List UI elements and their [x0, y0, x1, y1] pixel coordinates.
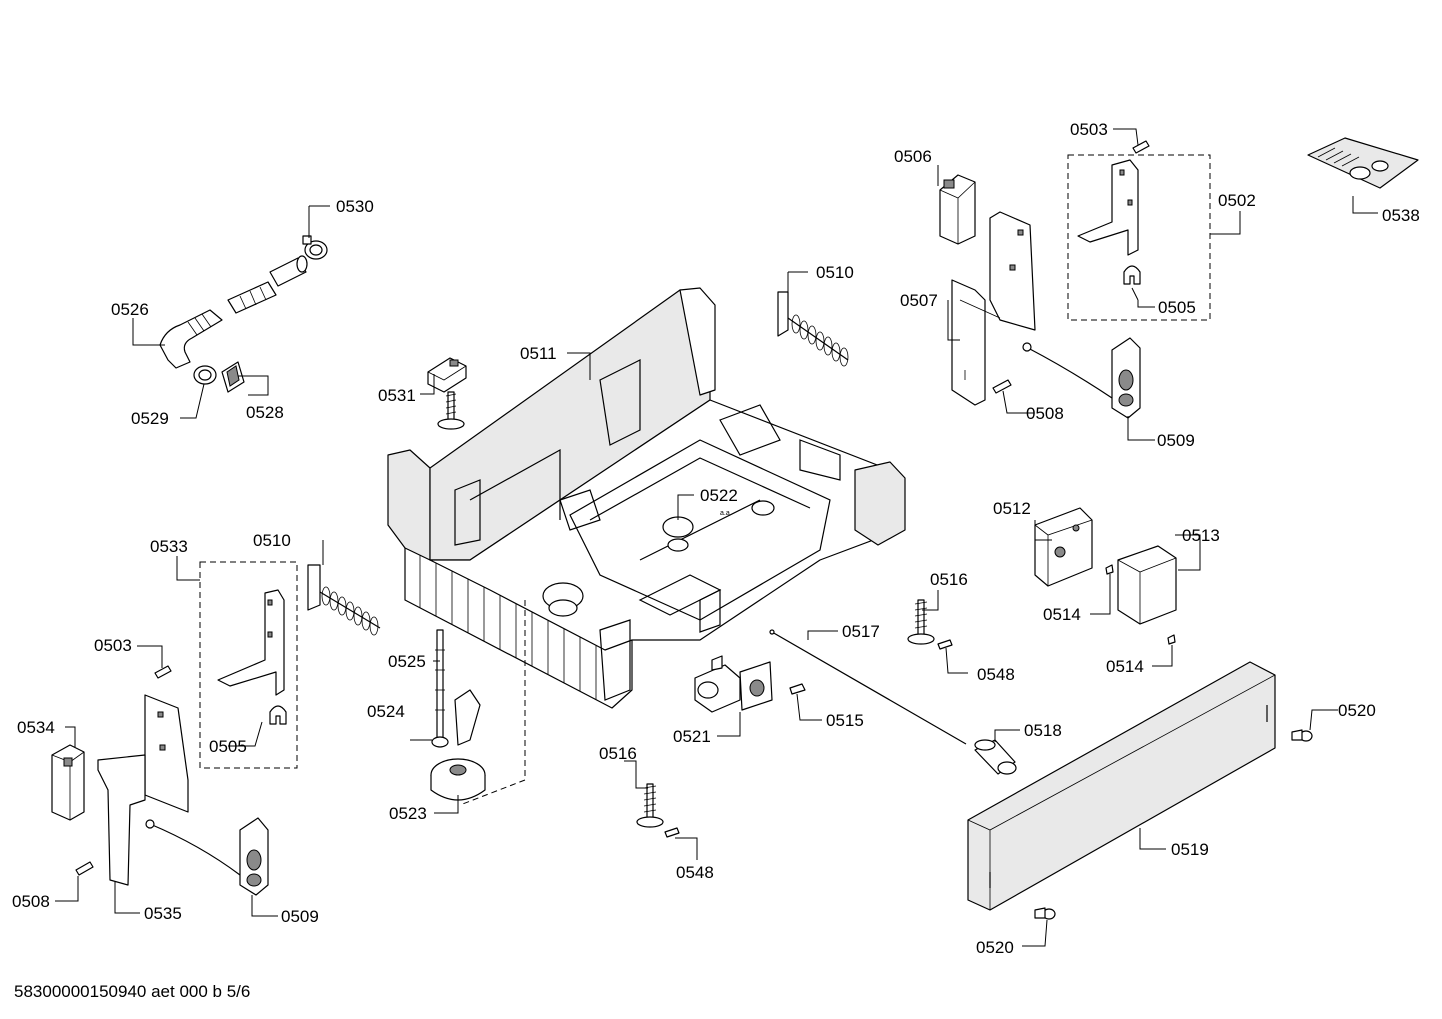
label-0509-left: 0509 — [281, 907, 319, 926]
cable-hinge-0509-left — [145, 817, 269, 896]
foot-0516-lower — [636, 783, 664, 828]
leader-lines — [55, 128, 1378, 947]
hinge-assembly-0502 — [1067, 154, 1211, 321]
drawing-code: 58300000150940 aet 000 b 5/6 — [14, 982, 250, 1001]
label-0508-left: 0508 — [12, 892, 50, 911]
callout-labels: 0503 0506 0502 0538 0530 0526 0529 0528 … — [12, 120, 1420, 957]
label-0502: 0502 — [1218, 191, 1256, 210]
accessory-bag-0538 — [1307, 137, 1419, 189]
hinge-bracket-0535 — [97, 694, 189, 886]
screw-0520-lower — [1034, 907, 1056, 920]
label-0516-right: 0516 — [930, 570, 968, 589]
label-0513: 0513 — [1182, 526, 1220, 545]
label-0503-left: 0503 — [94, 636, 132, 655]
screw-0508-left — [75, 861, 94, 876]
cover-0513 — [1117, 545, 1177, 625]
label-0515: 0515 — [826, 711, 864, 730]
screw-0514-b — [1167, 634, 1176, 645]
label-0538: 0538 — [1382, 206, 1420, 225]
foot-0516-right — [907, 599, 935, 645]
label-0503-top: 0503 — [1070, 120, 1108, 139]
label-0534: 0534 — [17, 718, 55, 737]
float-0525-0524 — [431, 629, 481, 748]
bracket-0506 — [939, 174, 976, 245]
screw-0548-right — [937, 639, 953, 650]
spring-0510-right — [777, 291, 849, 367]
label-0505-left: 0505 — [209, 737, 247, 756]
label-0514-b: 0514 — [1106, 657, 1144, 676]
label-0548-lower: 0548 — [676, 863, 714, 882]
label-0511: 0511 — [520, 344, 557, 363]
label-0548-right: 0548 — [977, 665, 1015, 684]
screw-0503-top — [1132, 140, 1150, 154]
svg-text:a.a: a.a — [720, 510, 730, 517]
hose-holder-0528 — [221, 361, 245, 393]
label-0524: 0524 — [367, 702, 405, 721]
label-0520-lower: 0520 — [976, 938, 1014, 957]
label-0533: 0533 — [150, 537, 188, 556]
hose-clamp-0530 — [302, 235, 328, 260]
label-0510-left: 0510 — [253, 531, 291, 550]
cable-hinge-0509-right — [1022, 337, 1141, 419]
label-0514-a: 0514 — [1043, 605, 1081, 624]
label-0509-right: 0509 — [1157, 431, 1195, 450]
housing-0512 — [1034, 507, 1093, 587]
foot-screw-0531 — [427, 357, 467, 430]
label-0531: 0531 — [378, 386, 416, 405]
label-0522: 0522 — [700, 486, 738, 505]
bracket-0534 — [51, 744, 85, 821]
drain-hose-part — [159, 255, 308, 369]
hinge-bracket-0507 — [951, 211, 1036, 406]
label-0521: 0521 — [673, 727, 711, 746]
screw-0514-a — [1105, 564, 1114, 575]
label-0516-lower: 0516 — [599, 744, 637, 763]
screw-0548-lower — [664, 827, 680, 838]
label-0519: 0519 — [1171, 840, 1209, 859]
screw-0508-right — [992, 379, 1012, 394]
label-0506: 0506 — [894, 147, 932, 166]
label-0535: 0535 — [144, 904, 182, 923]
rod-0517 — [769, 629, 967, 745]
label-0526: 0526 — [111, 300, 149, 319]
screw-0515 — [789, 683, 806, 695]
spring-0510-left — [307, 564, 381, 636]
label-0508-right: 0508 — [1026, 404, 1064, 423]
knob-0518 — [974, 739, 1017, 775]
label-0517: 0517 — [842, 622, 880, 641]
valve-0521 — [694, 655, 773, 713]
hose-clamp-0529 — [193, 365, 217, 385]
label-0505-right: 0505 — [1158, 298, 1196, 317]
label-0523: 0523 — [389, 804, 427, 823]
label-0520-right: 0520 — [1338, 701, 1376, 720]
label-0512: 0512 — [993, 499, 1031, 518]
label-0507: 0507 — [900, 291, 938, 310]
label-0529: 0529 — [131, 409, 169, 428]
panel-0519 — [967, 661, 1276, 911]
base-tub-part: a.a — [387, 287, 906, 806]
screw-0520-right — [1291, 729, 1313, 742]
screw-0503-left — [154, 665, 172, 679]
label-0518: 0518 — [1024, 721, 1062, 740]
hinge-assembly-0533 — [199, 561, 298, 769]
label-0525: 0525 — [388, 652, 426, 671]
label-0528: 0528 — [246, 403, 284, 422]
label-0510-right: 0510 — [816, 263, 854, 282]
pump-0523 — [430, 758, 486, 801]
label-0530: 0530 — [336, 197, 374, 216]
